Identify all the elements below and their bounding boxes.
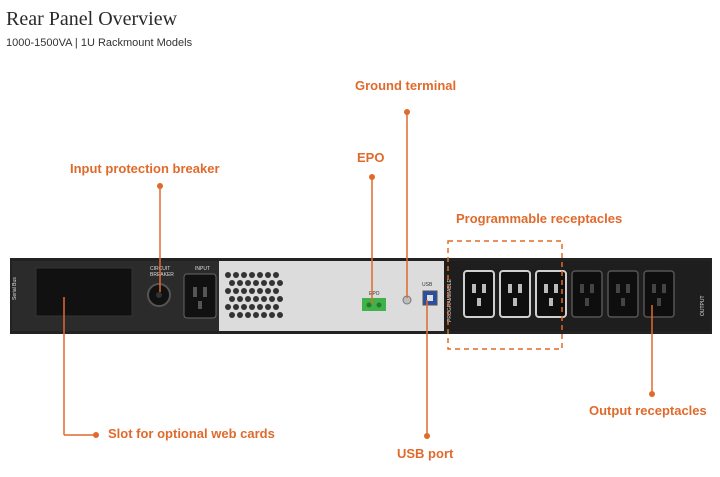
callout-output-receptacles: Output receptacles xyxy=(589,403,707,418)
output-receptacle xyxy=(643,270,675,318)
vent-hole xyxy=(277,312,283,318)
vent-grille xyxy=(225,272,283,318)
vent-hole xyxy=(277,296,283,302)
vent-hole xyxy=(245,296,251,302)
input-label: INPUT xyxy=(195,266,210,272)
vent-hole xyxy=(257,304,263,310)
vent-hole xyxy=(253,280,259,286)
programmable-receptacle xyxy=(535,270,567,318)
callout-usb-port: USB port xyxy=(397,446,454,461)
epo-panel-label: EPO xyxy=(369,291,380,297)
vent-hole xyxy=(225,272,231,278)
vent-hole xyxy=(249,304,255,310)
vent-hole xyxy=(261,296,267,302)
vent-hole xyxy=(269,296,275,302)
circuit-breaker-label-2: BREAKER xyxy=(150,272,174,278)
callout-epo: EPO xyxy=(357,150,385,165)
programmable-receptacle xyxy=(499,270,531,318)
vent-hole xyxy=(237,296,243,302)
callout-input-protection-breaker: Input protection breaker xyxy=(70,161,220,176)
vent-hole xyxy=(225,304,231,310)
output-panel-label: OUTPUT xyxy=(700,295,706,316)
vent-hole xyxy=(265,288,271,294)
vent-hole xyxy=(253,296,259,302)
vent-hole xyxy=(277,280,283,286)
vent-hole xyxy=(233,304,239,310)
vent-hole xyxy=(257,272,263,278)
programmable-receptacles-box xyxy=(447,240,563,350)
serial-label: Serial Bus xyxy=(12,277,18,300)
vent-hole xyxy=(241,272,247,278)
vent-hole xyxy=(269,280,275,286)
panel-middle-section xyxy=(219,261,444,331)
callout-ground-terminal: Ground terminal xyxy=(355,78,457,93)
vent-hole xyxy=(241,288,247,294)
epo-connector xyxy=(362,298,386,311)
input-socket xyxy=(183,273,217,319)
circuit-breaker-knob xyxy=(156,292,162,298)
vent-hole xyxy=(265,272,271,278)
web-card-slot xyxy=(35,267,133,317)
vent-hole xyxy=(261,280,267,286)
programmable-receptacle xyxy=(463,270,495,318)
vent-hole xyxy=(229,280,235,286)
output-receptacle xyxy=(607,270,639,318)
leader-lines xyxy=(63,109,655,439)
page-title: Rear Panel Overview xyxy=(6,8,178,30)
vent-hole xyxy=(273,272,279,278)
vent-hole xyxy=(265,304,271,310)
vent-hole xyxy=(245,312,251,318)
vent-hole xyxy=(233,272,239,278)
callout-programmable-receptacles: Programmable receptacles xyxy=(456,211,623,226)
vent-hole xyxy=(225,288,231,294)
programmable-panel-label: PROGRAMMABLE xyxy=(447,279,453,322)
usb-panel-label: USB xyxy=(422,282,433,288)
vent-hole xyxy=(249,272,255,278)
vent-hole xyxy=(273,304,279,310)
vent-hole xyxy=(245,280,251,286)
vent-hole xyxy=(249,288,255,294)
receptacle-group xyxy=(463,270,675,318)
vent-hole xyxy=(269,312,275,318)
vent-hole xyxy=(273,288,279,294)
vent-hole xyxy=(233,288,239,294)
callout-web-card-slot: Slot for optional web cards xyxy=(108,426,275,441)
output-receptacle xyxy=(571,270,603,318)
vent-hole xyxy=(261,312,267,318)
rear-panel: Serial Bus CIRCUIT BREAKER INPUT EPO USB… xyxy=(10,258,712,334)
page-subtitle: 1000-1500VA | 1U Rackmount Models xyxy=(6,37,193,49)
vent-hole xyxy=(241,304,247,310)
vent-hole xyxy=(257,288,263,294)
vent-hole xyxy=(253,312,259,318)
vent-hole xyxy=(229,312,235,318)
vent-hole xyxy=(237,312,243,318)
vent-hole xyxy=(237,280,243,286)
vent-hole xyxy=(229,296,235,302)
